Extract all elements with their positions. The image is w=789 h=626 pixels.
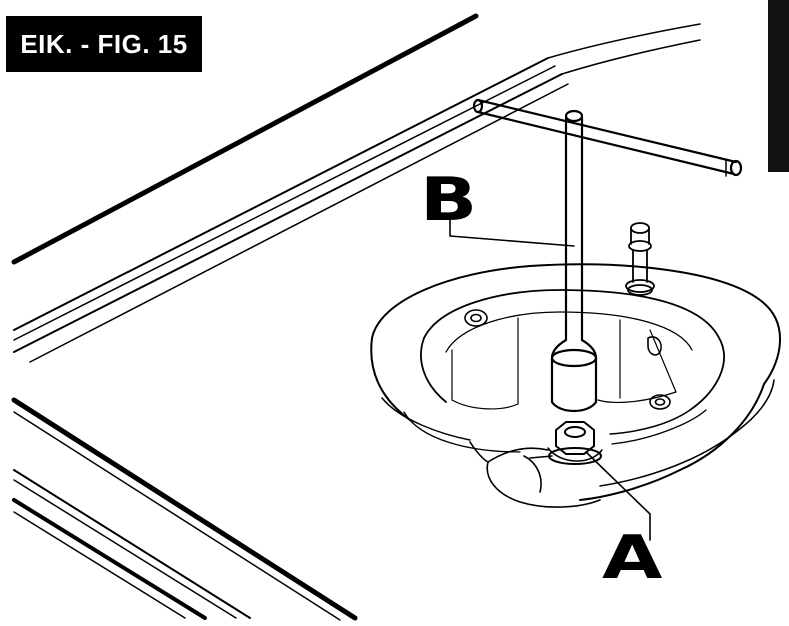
bolt-stud (625, 222, 655, 296)
page-edge-tab (768, 0, 789, 172)
t-wrench (472, 98, 743, 413)
callout-a-label: A (602, 523, 663, 593)
callout-b-label: B (420, 165, 478, 235)
rim-nuts (464, 309, 671, 410)
figure-label: EIK. - FIG. 15 (6, 16, 202, 72)
mounting-bracket (469, 441, 601, 508)
securing-nut (547, 421, 603, 465)
wheel-well (370, 263, 781, 501)
lower-panel-lines (11, 397, 358, 621)
callout-leaders (449, 213, 651, 541)
upper-panel-lines (11, 13, 701, 363)
